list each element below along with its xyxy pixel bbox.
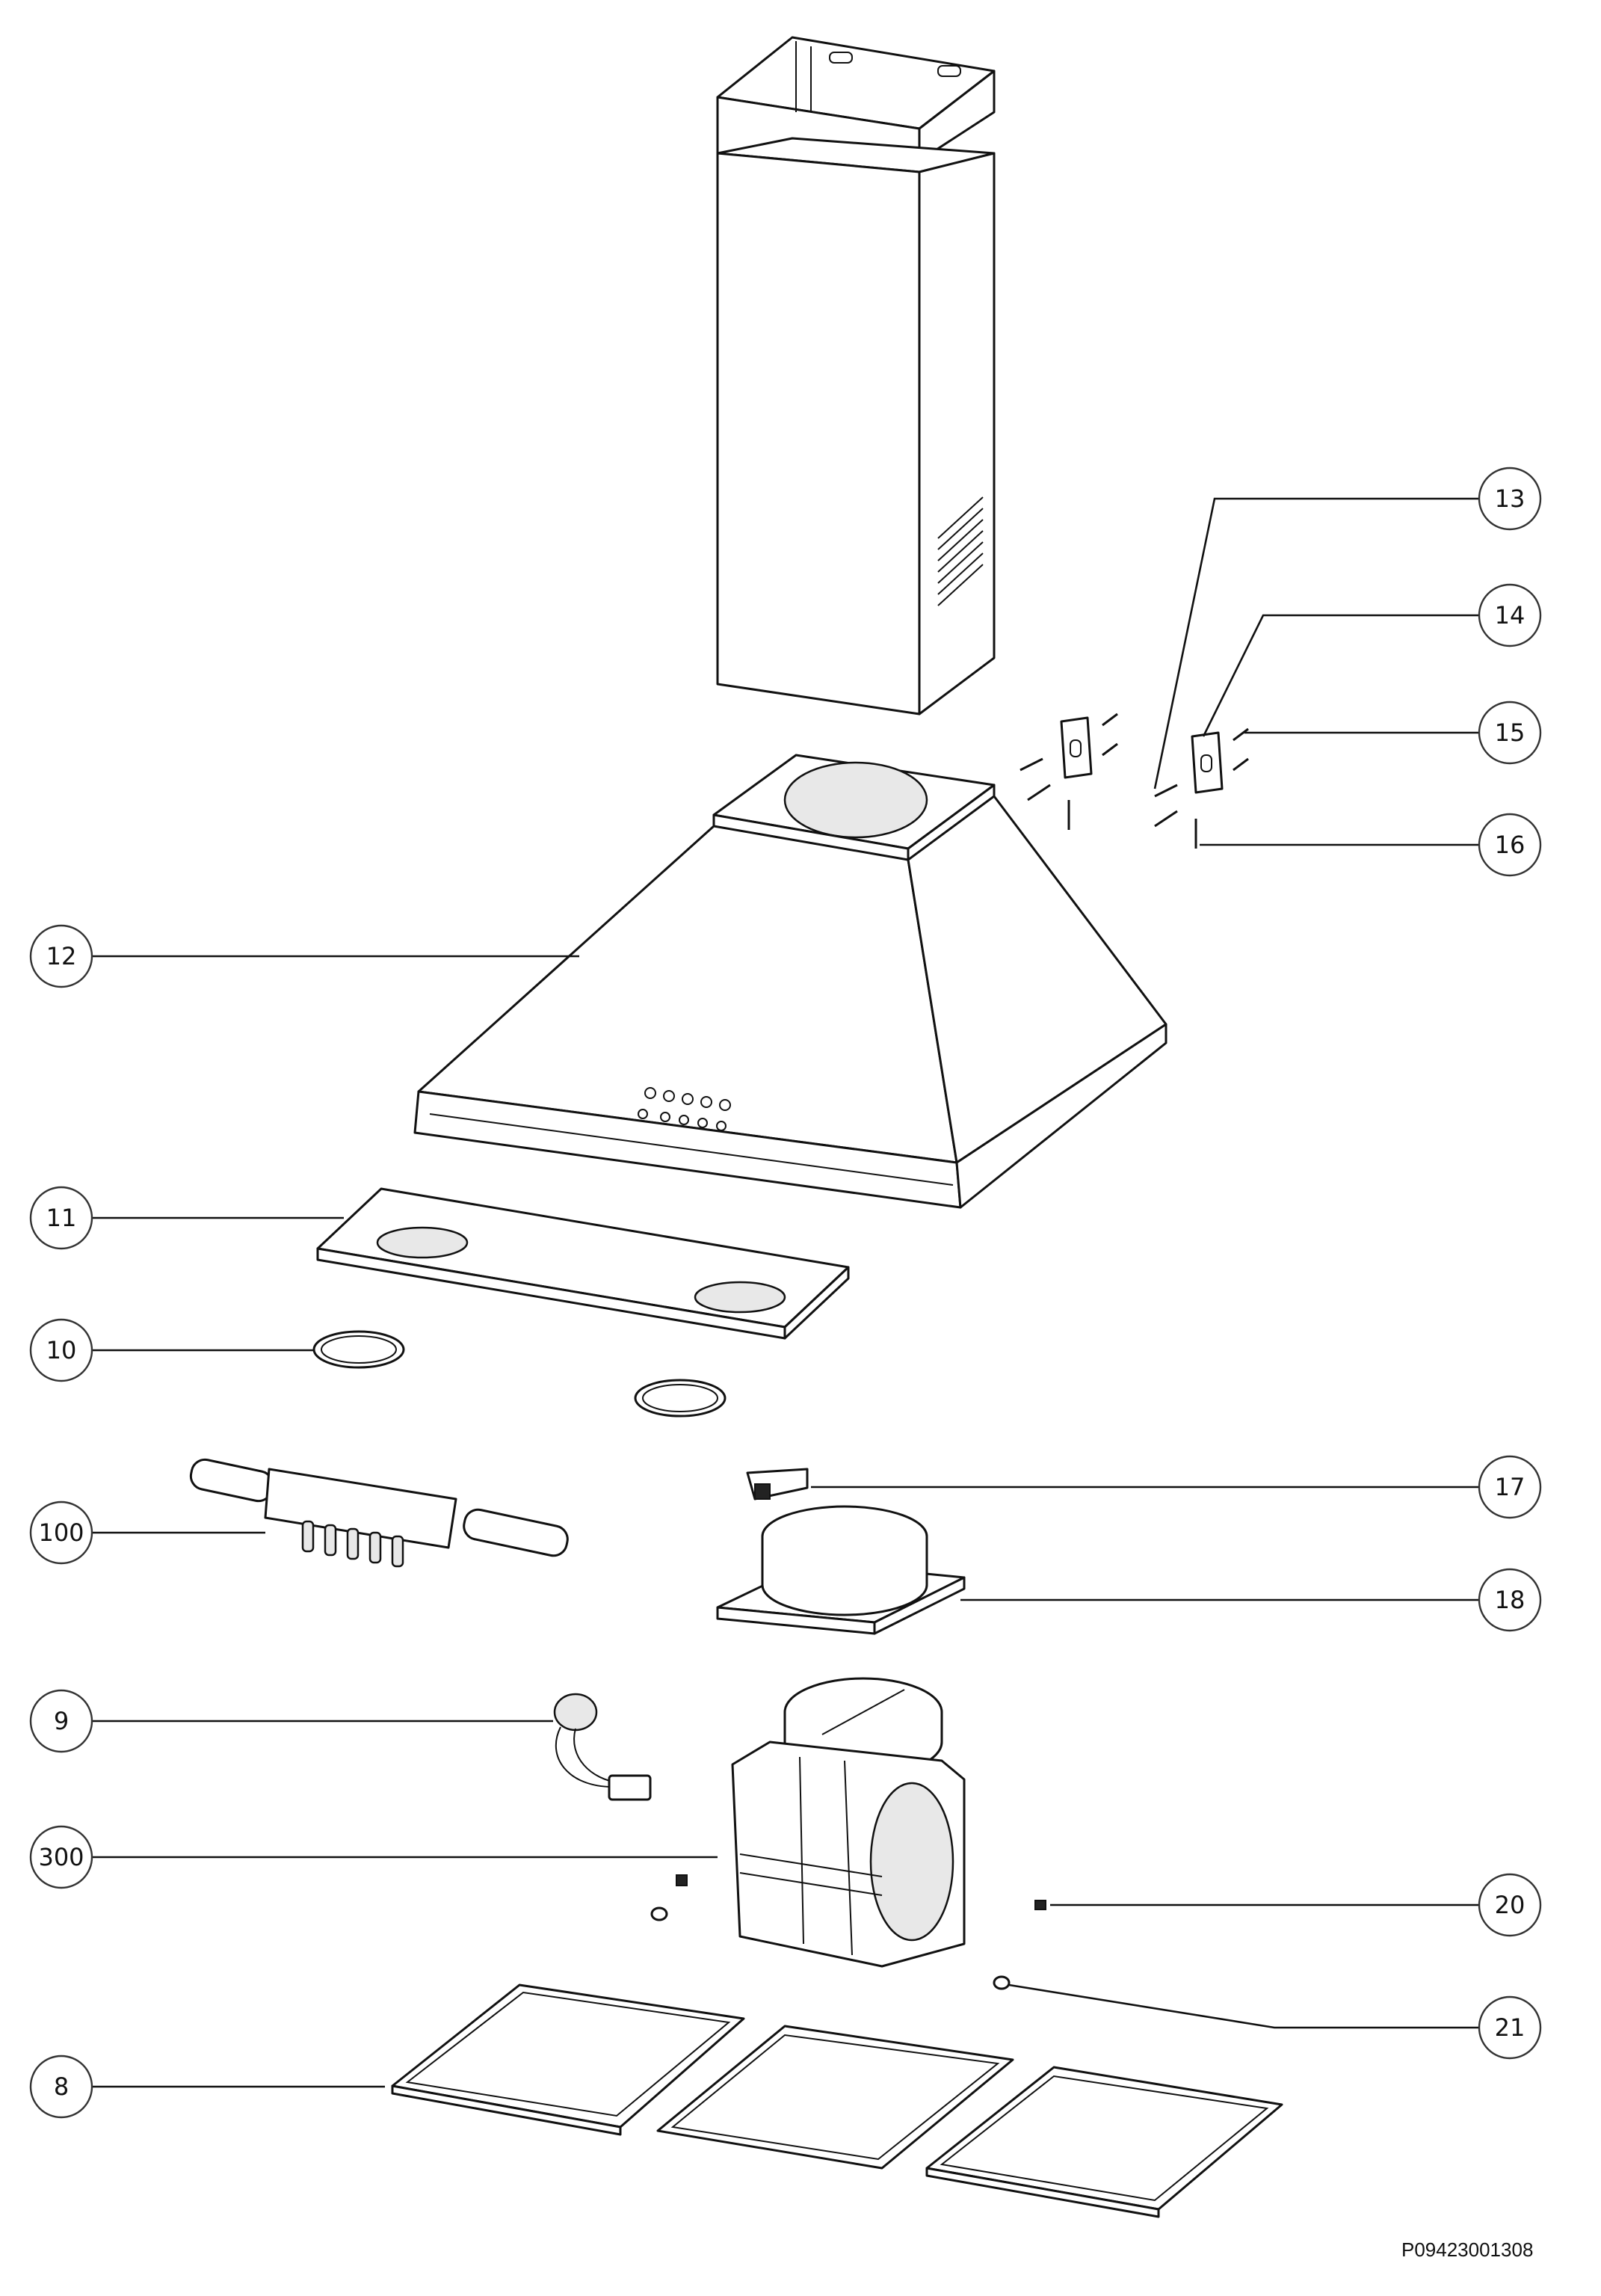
callout-label: 9	[54, 1707, 69, 1735]
grease-filters	[391, 1983, 1283, 2218]
callout-8: 8	[29, 2055, 93, 2119]
leader-21	[1008, 1983, 1479, 2029]
wall-bracket-left	[1060, 716, 1093, 779]
leader-lines	[92, 497, 1479, 2088]
small-bracket	[746, 1468, 809, 1501]
callout-13: 13	[1478, 467, 1542, 531]
callout-20: 20	[1478, 1873, 1542, 1937]
callout-300: 300	[29, 1825, 93, 1889]
callout-label: 300	[38, 1843, 84, 1871]
callout-14: 14	[1478, 583, 1542, 647]
callout-17: 17	[1478, 1455, 1542, 1519]
inner-panel	[316, 1187, 850, 1340]
callout-11: 11	[29, 1186, 93, 1250]
callout-label: 8	[54, 2072, 69, 2101]
hood-canopy	[413, 754, 1167, 1209]
gaskets	[312, 1330, 727, 1418]
leader-14	[1202, 614, 1479, 737]
leader-13	[1153, 497, 1479, 790]
callout-label: 14	[1495, 601, 1526, 630]
control-unit	[189, 1458, 569, 1568]
vent-slots	[937, 496, 984, 606]
callout-label: 11	[46, 1204, 77, 1232]
callout-label: 18	[1495, 1586, 1526, 1614]
callout-label: 100	[38, 1518, 84, 1547]
document-code: P09423001308	[1401, 2238, 1533, 2261]
callout-label: 12	[46, 942, 77, 970]
callout-label: 15	[1495, 718, 1526, 747]
callouts: 13 14 15 16 12 11 10 17 100 18 9 300 20 …	[29, 467, 1542, 2119]
control-knobs	[301, 1520, 404, 1568]
chimney-duct	[716, 36, 996, 715]
wall-bracket-right	[1191, 731, 1224, 794]
blower-motor	[731, 1677, 966, 1968]
callout-16: 16	[1478, 813, 1542, 877]
small-nuts	[650, 1874, 1046, 1990]
lamp-assembly	[553, 1693, 652, 1801]
callout-21: 21	[1478, 1995, 1542, 2060]
callout-label: 13	[1495, 484, 1526, 513]
screws	[1019, 713, 1249, 849]
callout-label: 20	[1495, 1891, 1526, 1919]
callout-12: 12	[29, 924, 93, 988]
callout-label: 10	[46, 1336, 77, 1364]
callout-label: 21	[1495, 2013, 1526, 2042]
callout-9: 9	[29, 1689, 93, 1753]
control-buttons	[638, 1087, 731, 1131]
callout-label: 16	[1495, 831, 1526, 859]
callout-label: 17	[1495, 1473, 1526, 1501]
callout-15: 15	[1478, 701, 1542, 765]
callout-18: 18	[1478, 1568, 1542, 1632]
callout-10: 10	[29, 1318, 93, 1382]
callout-100: 100	[29, 1501, 93, 1565]
adapter-flange	[716, 1505, 966, 1635]
